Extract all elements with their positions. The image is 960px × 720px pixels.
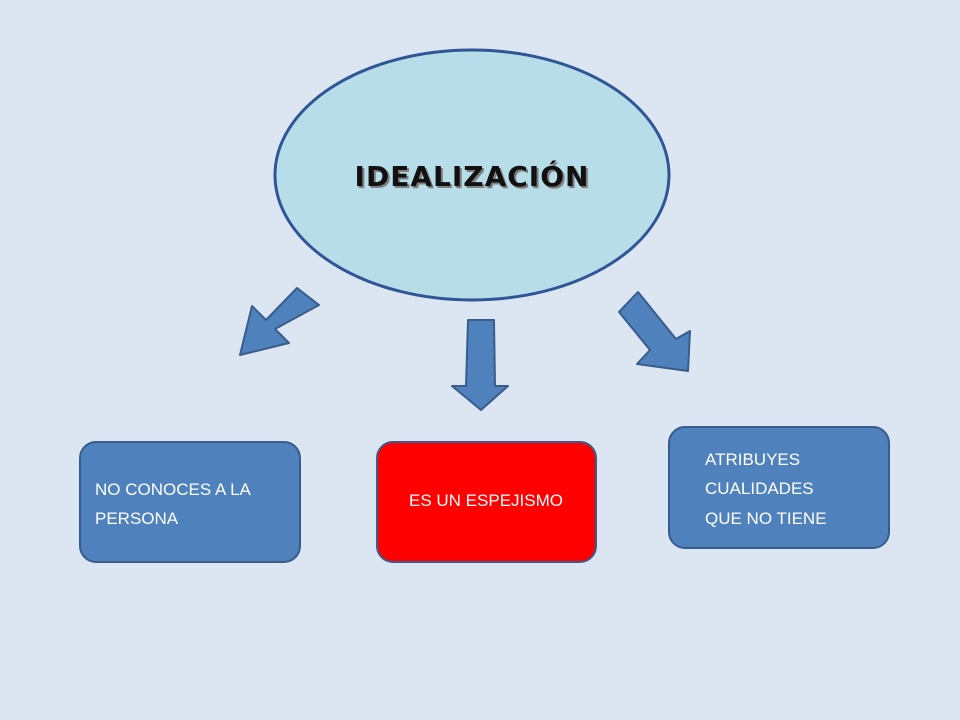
arrow-down-right xyxy=(618,291,691,372)
box-espejismo-text: ES UN ESPEJISMO xyxy=(409,491,563,510)
box-atribuyes-text: ATRIBUYES CUALIDADES QUE NO TIENE xyxy=(705,450,827,528)
central-node: IDEALIZACIÓN IDEALIZACIÓN xyxy=(273,48,671,302)
box-atribuyes-line-1: ATRIBUYES xyxy=(705,450,800,469)
box-no-conoces: NO CONOCES A LA PERSONA xyxy=(79,441,301,563)
box-atribuyes-line-2: CUALIDADES xyxy=(705,479,814,498)
central-title-shadow: IDEALIZACIÓN xyxy=(357,161,592,195)
box-no-conoces-line-2: PERSONA xyxy=(95,509,179,528)
central-title: IDEALIZACIÓN xyxy=(355,159,590,193)
central-ellipse xyxy=(273,48,671,302)
box-atribuyes-line-3: QUE NO TIENE xyxy=(705,509,827,528)
box-espejismo-shape xyxy=(376,441,597,563)
arrow-down-left-icon xyxy=(239,287,320,356)
arrow-down xyxy=(451,319,509,411)
box-atribuyes-shape xyxy=(668,426,890,549)
box-espejismo: ES UN ESPEJISMO xyxy=(376,441,597,563)
arrow-down-right-icon xyxy=(618,291,691,372)
box-atribuyes: ATRIBUYES CUALIDADES QUE NO TIENE xyxy=(668,426,890,549)
box-no-conoces-text: NO CONOCES A LA PERSONA xyxy=(95,480,255,528)
arrow-down-left xyxy=(239,287,320,356)
box-no-conoces-shape xyxy=(79,441,301,563)
arrow-down-icon xyxy=(451,319,509,411)
box-no-conoces-line-1: NO CONOCES A LA xyxy=(95,480,252,499)
